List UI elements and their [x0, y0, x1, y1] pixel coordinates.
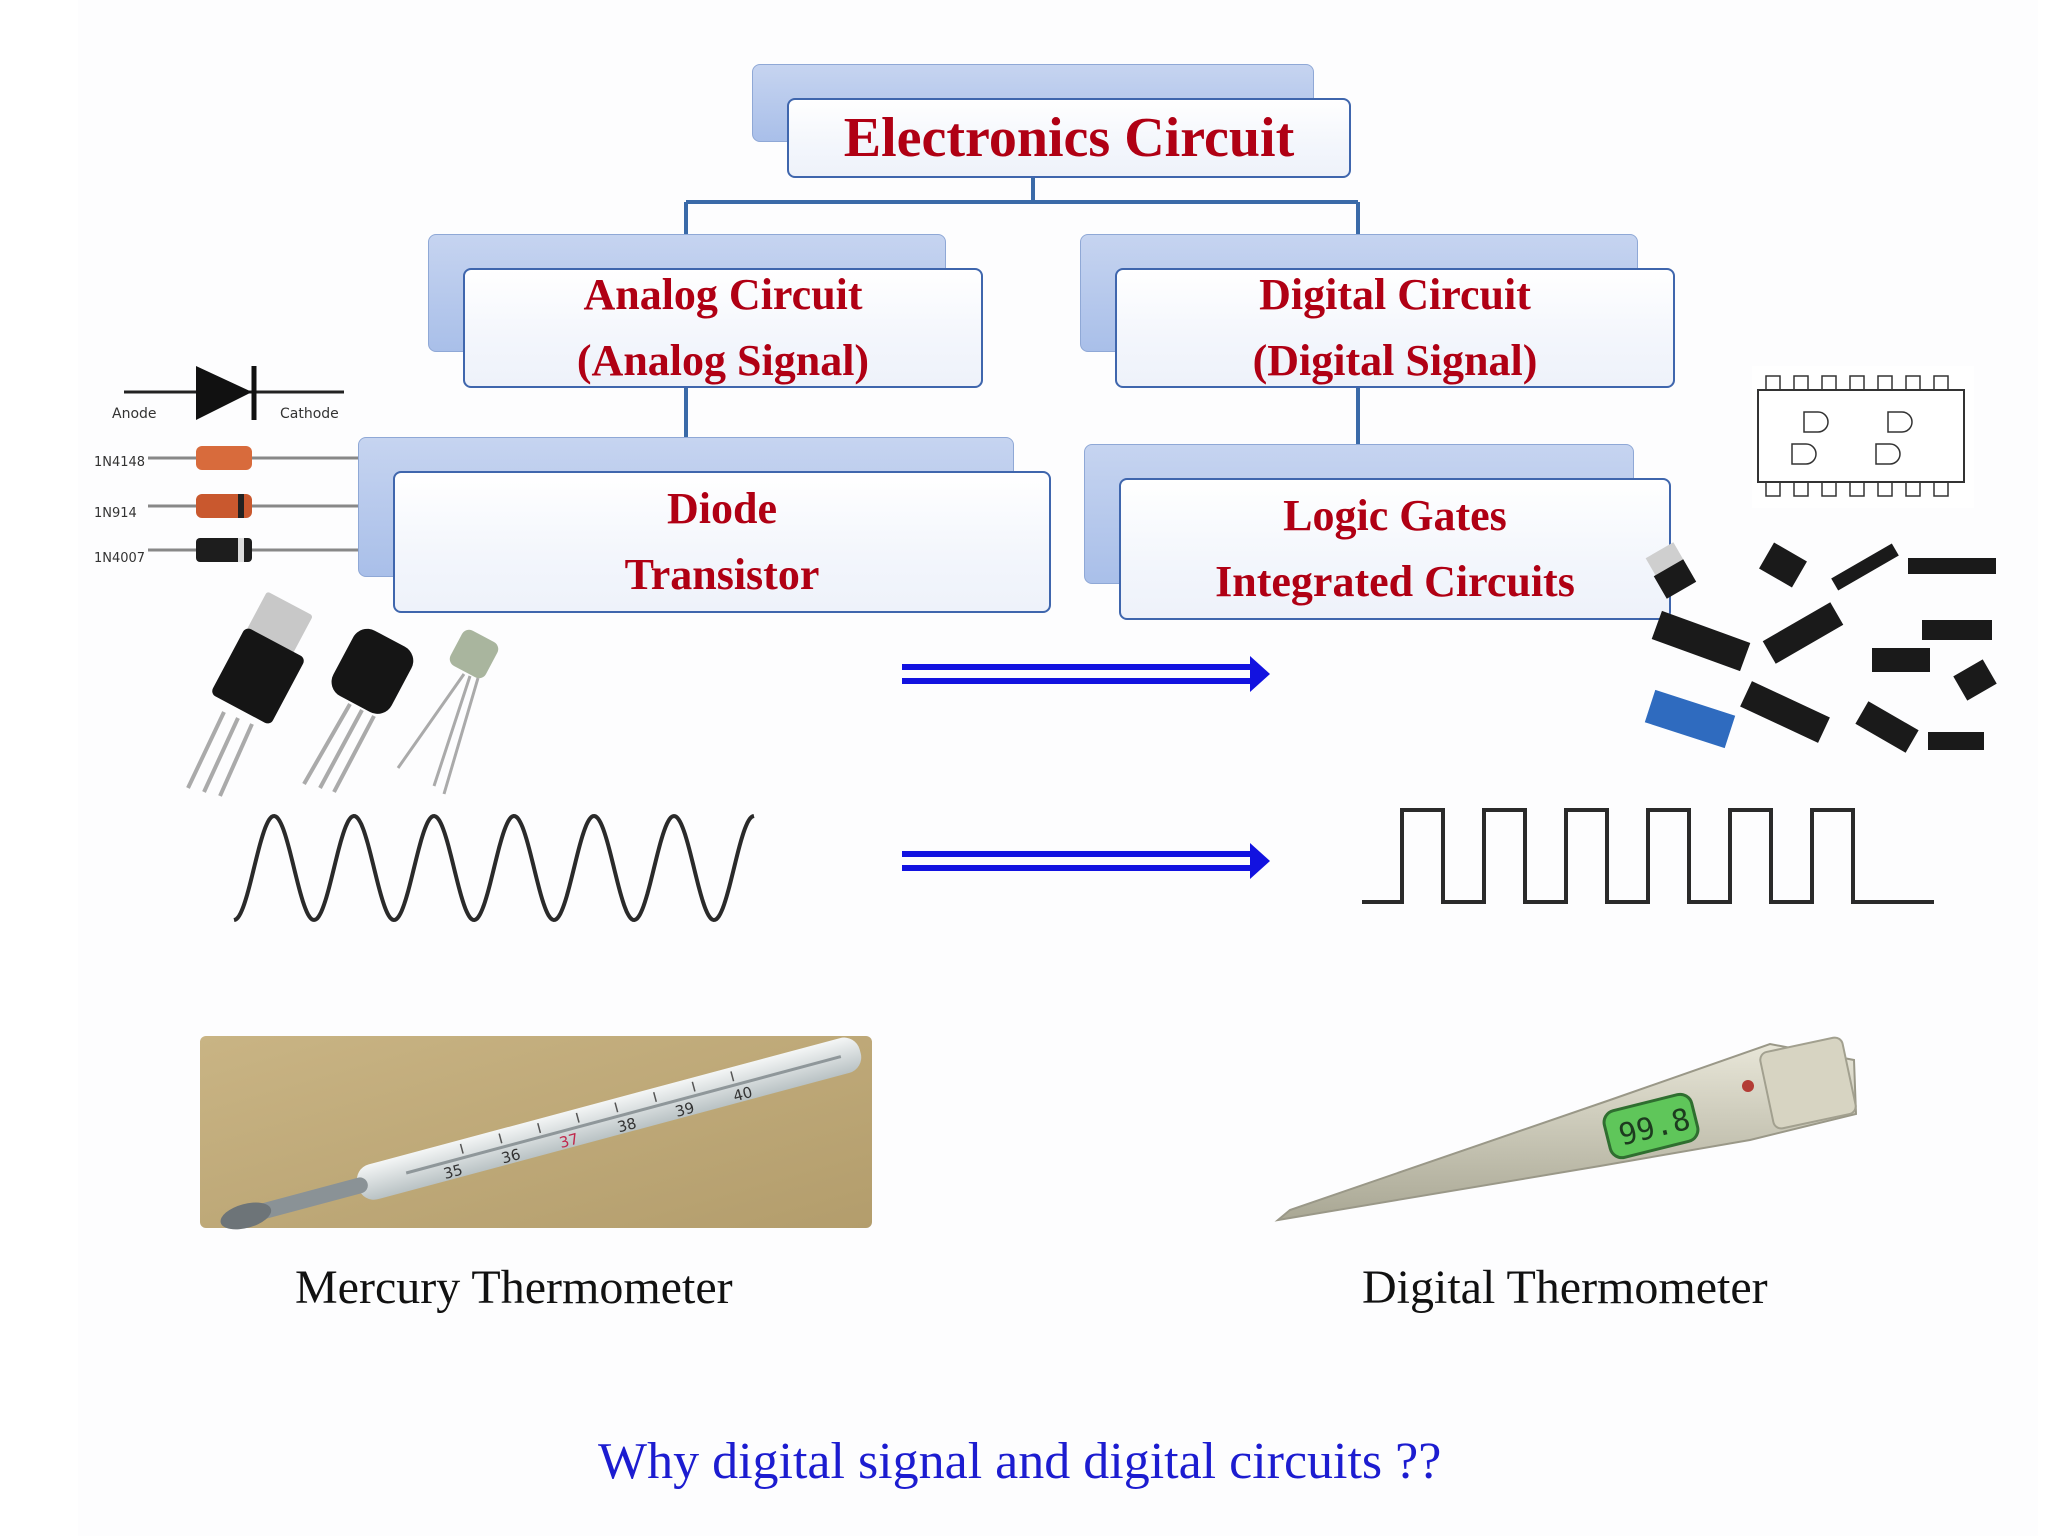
components-arrow: [902, 656, 1270, 692]
logic-gate-ic-pinout: [1752, 366, 1974, 508]
transistors-illustration: [186, 592, 499, 797]
anode-label: Anode: [112, 406, 157, 422]
digital-item-logic-gates: Logic Gates: [1283, 491, 1507, 540]
digital-items-box: Logic Gates Integrated Circuits: [1119, 478, 1671, 620]
mercury-thermometer-photo: 35 36 37 38 39 40: [200, 1036, 872, 1230]
digital-thermometer-caption: Digital Thermometer: [1362, 1261, 1768, 1314]
scale-mark: 36: [499, 1145, 522, 1167]
diode-symbol-icon: [196, 366, 252, 420]
scale-mark: 39: [673, 1099, 696, 1121]
digital-subtitle: (Digital Signal): [1252, 336, 1538, 385]
mercury-thermometer-caption: Mercury Thermometer: [295, 1261, 733, 1314]
analog-item-diode: Diode: [667, 484, 777, 533]
digital-item-integrated-circuits: Integrated Circuits: [1215, 557, 1575, 606]
to92-transistor-icon: [302, 628, 414, 793]
analog-item-transistor: Transistor: [624, 550, 820, 599]
cathode-label: Cathode: [280, 406, 339, 422]
metal-can-transistor-icon: [396, 629, 499, 795]
analog-items-box: Diode Transistor: [393, 471, 1051, 613]
scale-mark: 38: [615, 1114, 638, 1136]
scale-mark: 40: [731, 1083, 754, 1105]
digital-title: Digital Circuit: [1259, 270, 1531, 319]
analog-box: Analog Circuit (Analog Signal): [463, 268, 983, 388]
diode-illustration: Anode Cathode 1N4148 1N914 1N4007: [94, 366, 358, 566]
digital-box: Digital Circuit (Digital Signal): [1115, 268, 1675, 388]
diode-part-label: 1N4007: [94, 551, 145, 566]
slide-background: [78, 0, 2038, 1536]
to220-transistor-icon: [186, 592, 312, 797]
digital-square-wave: [1362, 808, 1934, 904]
diode-part-label: 1N4148: [94, 455, 145, 470]
integrated-circuits-illustration: [1644, 542, 1997, 753]
digital-thermometer-photo: 99.8: [1274, 1036, 1858, 1222]
analog-title: Analog Circuit: [583, 270, 863, 319]
signals-arrow: [902, 843, 1270, 879]
analog-subtitle: (Analog Signal): [576, 336, 870, 385]
analog-sine-wave: [233, 813, 755, 923]
diode-part-label: 1N914: [94, 506, 137, 521]
root-box: Electronics Circuit: [787, 98, 1351, 178]
root-title: Electronics Circuit: [843, 107, 1295, 169]
ic-chip-icon: [1645, 542, 1997, 753]
footer-question: Why digital signal and digital circuits …: [598, 1433, 1442, 1490]
scale-mark: 37: [557, 1130, 580, 1152]
scale-mark: 35: [441, 1161, 464, 1183]
